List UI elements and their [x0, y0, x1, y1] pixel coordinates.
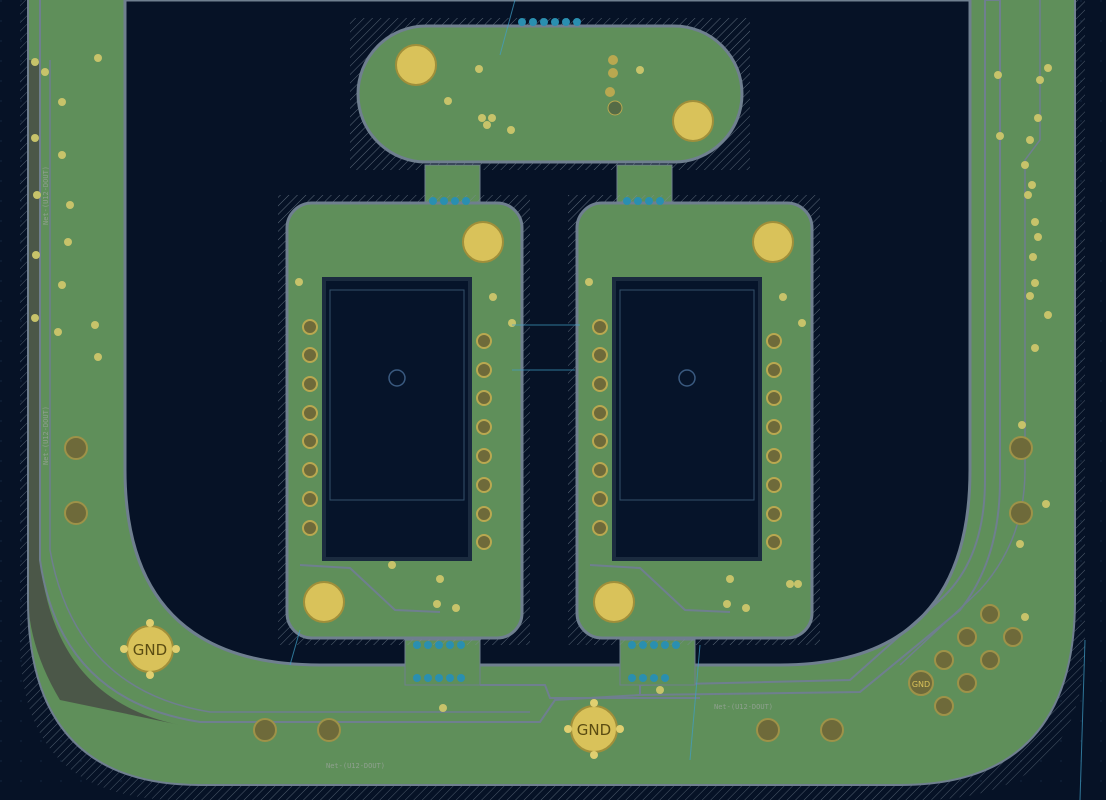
gnd-pad-center[interactable]: GND: [564, 699, 624, 759]
gnd-label: GND: [577, 721, 611, 739]
via-label: GND: [912, 680, 930, 689]
pin-column-right: [476, 333, 492, 550]
mounting-pad[interactable]: [672, 100, 714, 142]
via-row: [413, 197, 470, 682]
right-module[interactable]: [568, 195, 820, 682]
pin-column-right: [766, 333, 782, 550]
top-module[interactable]: [350, 18, 750, 173]
ring-pads: [64, 436, 1033, 742]
ic-footprint[interactable]: [322, 277, 472, 561]
net-label: Net-(U12-DOUT): [42, 406, 50, 465]
via-row: [623, 197, 680, 682]
net-label: Net-(U12-DOUT): [714, 703, 773, 711]
mounting-pad[interactable]: [752, 221, 794, 263]
gnd-label: GND: [133, 641, 167, 659]
mounting-pad[interactable]: [395, 44, 437, 86]
ring-vias: [31, 54, 1052, 712]
gnd-pad-left[interactable]: GND: [120, 619, 180, 679]
mounting-pad[interactable]: [462, 221, 504, 263]
pin-column-left: [592, 319, 608, 536]
net-label: Net-(U12-DOUT): [326, 762, 385, 770]
net-label: Net-(U12-DOUT): [42, 166, 50, 225]
mounting-pad[interactable]: [303, 581, 345, 623]
mounting-pad[interactable]: [593, 581, 635, 623]
ratsnest-lines: [289, 0, 1086, 800]
gnd-via-right[interactable]: GND: [908, 670, 934, 696]
pin-column-left: [302, 319, 318, 536]
ic-footprint[interactable]: [612, 277, 762, 561]
left-module[interactable]: [278, 195, 530, 682]
